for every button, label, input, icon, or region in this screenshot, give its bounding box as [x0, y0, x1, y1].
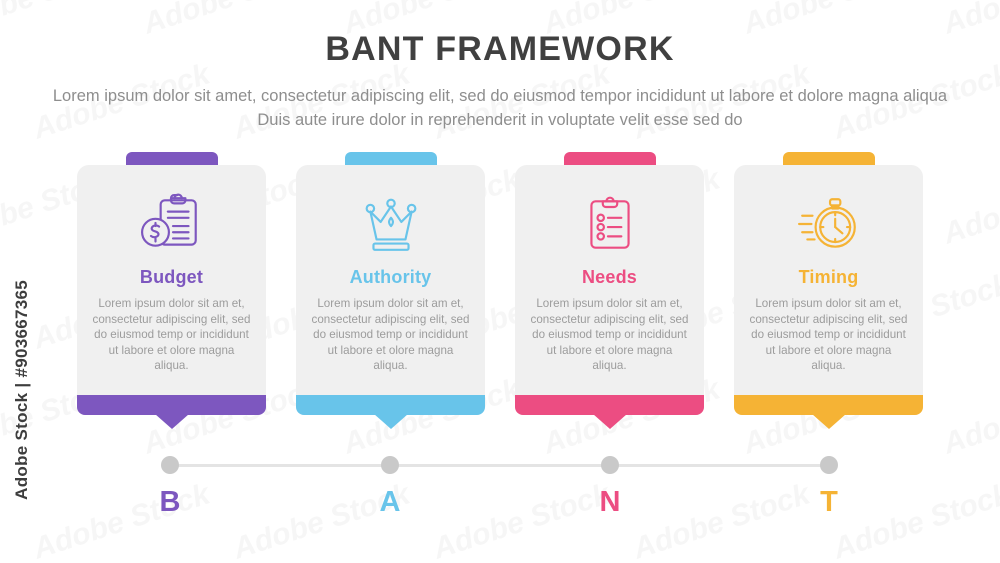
- timeline-node-t[interactable]: [820, 456, 838, 474]
- card-description: Lorem ipsum dolor sit am et, consectetur…: [749, 297, 908, 373]
- timeline-node-a[interactable]: [381, 456, 399, 474]
- watermark-tile: Adobe Stock: [939, 373, 1000, 461]
- clipboard-dollar-icon: [139, 193, 205, 255]
- watermark-tile: Adobe Stock: [939, 163, 1000, 251]
- watermark-tile: Adobe Stock: [629, 477, 814, 563]
- adobe-stock-watermark-label: Adobe Stock | #903667365: [12, 280, 31, 500]
- stopwatch-icon: [796, 193, 862, 255]
- card-description: Lorem ipsum dolor sit am et, consectetur…: [311, 297, 470, 373]
- card-footer-bar: [734, 395, 923, 415]
- card-title: Timing: [798, 267, 859, 287]
- timeline-node-n[interactable]: [601, 456, 619, 474]
- card-footer-bar: [296, 395, 485, 415]
- timeline-track: [170, 464, 829, 467]
- timeline-letter-n: N: [599, 486, 621, 518]
- card-description: Lorem ipsum dolor sit am et, consectetur…: [92, 297, 251, 373]
- card-title: Authority: [349, 267, 432, 287]
- timeline-letter-b: B: [159, 486, 181, 518]
- card-pointer-arrow: [811, 414, 846, 429]
- card-footer-bar: [77, 395, 266, 415]
- card-pointer-arrow: [592, 414, 627, 429]
- card-title: Budget: [139, 267, 204, 287]
- card-footer-bar: [515, 395, 704, 415]
- card-description: Lorem ipsum dolor sit am et, consectetur…: [530, 297, 689, 373]
- clipboard-checklist-icon: [577, 193, 643, 255]
- timeline-letter-t: T: [820, 486, 838, 518]
- page-title: BANT FRAMEWORK: [325, 30, 675, 68]
- crown-icon: [358, 193, 424, 255]
- card-pointer-arrow: [373, 414, 408, 429]
- card-title: Needs: [581, 267, 638, 287]
- timeline-node-b[interactable]: [161, 456, 179, 474]
- card-pointer-arrow: [154, 414, 189, 429]
- timeline-letter-a: A: [379, 486, 401, 518]
- page-subtitle: Lorem ipsum dolor sit amet, consectetur …: [52, 87, 948, 129]
